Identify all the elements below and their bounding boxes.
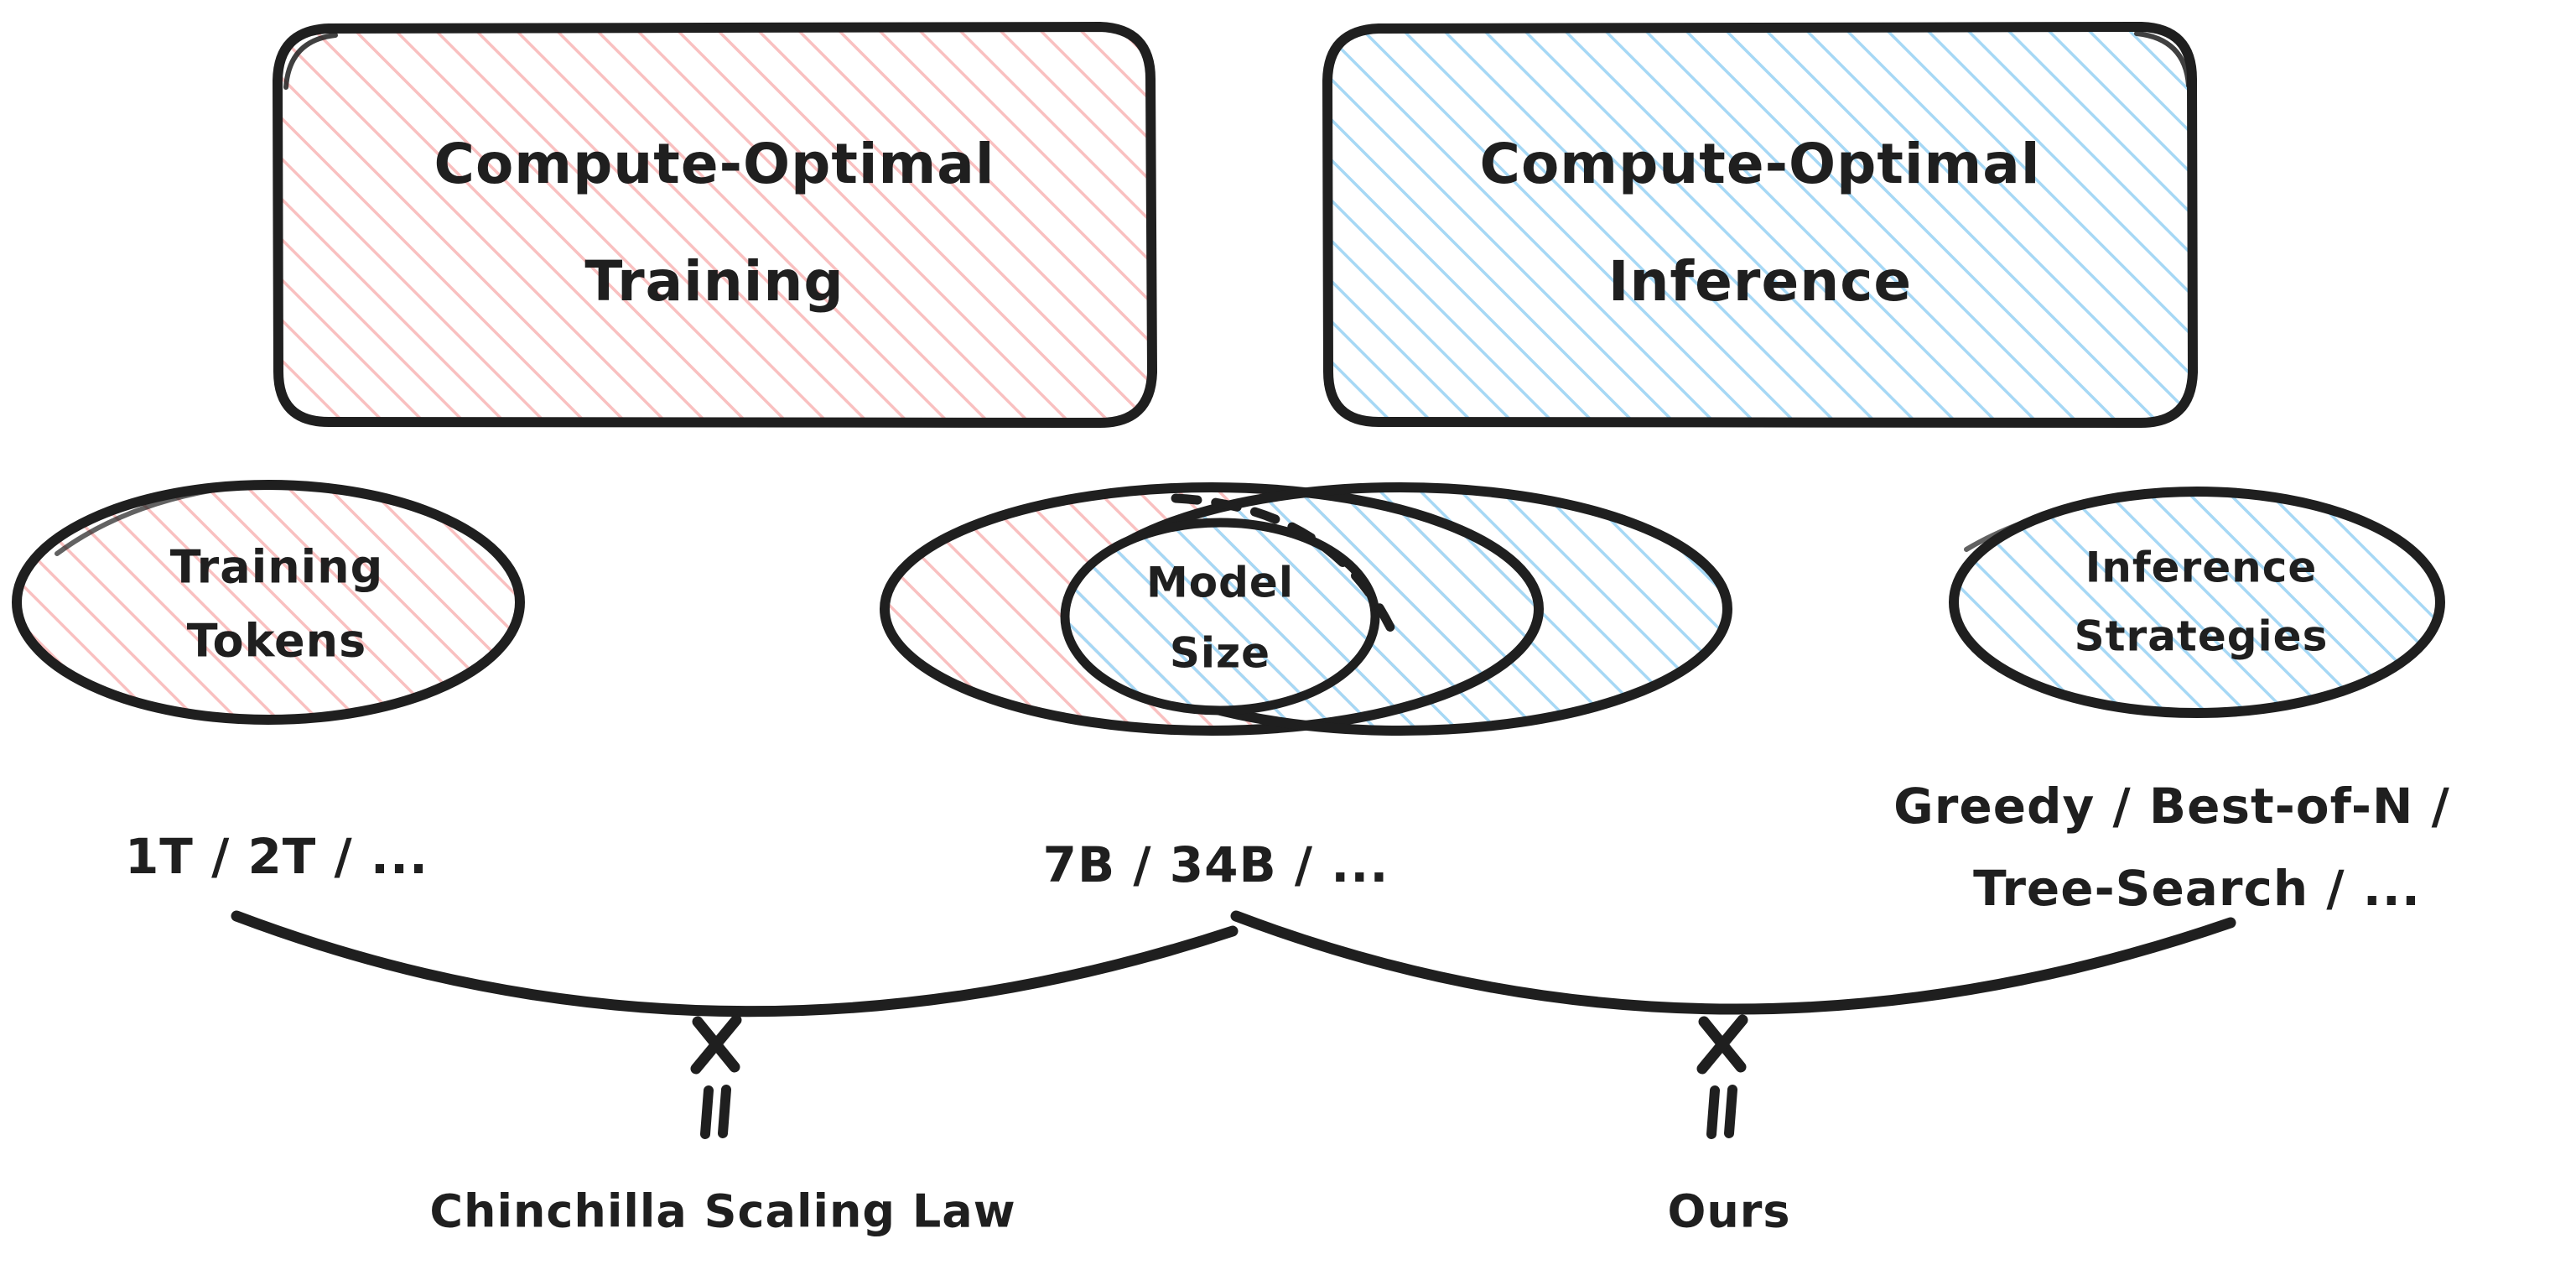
ours-x-mark (1696, 1014, 1748, 1075)
box-compute-optimal-training: Compute-Optimal Training (273, 22, 1157, 428)
model-size-label-line1: Model (1146, 559, 1294, 607)
ours-equals-sign (1706, 1085, 1737, 1139)
inference-strategies-label-line1: Inference (2085, 544, 2318, 592)
training-box-outline (273, 22, 1157, 428)
training-tokens-outline (12, 480, 525, 725)
training-tokens-fill (17, 485, 520, 720)
chinchilla-caption: Chinchilla Scaling Law (429, 1185, 1015, 1238)
inference-strategies-label-line2: Strategies (2075, 612, 2329, 661)
training-tokens-sketch-accent (55, 482, 254, 556)
inference-strategies-fill (1954, 492, 2440, 713)
training-tokens-values: 1T / 2T / ... (125, 828, 428, 885)
training-box-title-line2: Training (584, 249, 844, 314)
combination-chinchilla: Chinchilla Scaling Law (231, 910, 1239, 1238)
training-box-sketch-accent (283, 33, 338, 90)
chinchilla-equals-sign (700, 1085, 731, 1139)
inference-box-sketch-accent (2134, 31, 2191, 88)
model-size-label-line2: Size (1170, 629, 1270, 678)
ellipse-group-model-size: Model Size (880, 482, 1732, 736)
training-tokens-label-line1: Training (170, 541, 384, 594)
ours-curve (1230, 910, 2236, 1015)
inference-strategies-sketch-accent (1964, 489, 2183, 552)
model-size-inner-outline (1060, 518, 1380, 716)
training-box-title-line1: Compute-Optimal (434, 132, 995, 196)
combination-ours: Ours (1230, 910, 2236, 1238)
box-compute-optimal-inference: Compute-Optimal Inference (1322, 22, 2198, 428)
chinchilla-x-mark (690, 1014, 742, 1075)
inference-box-fill (1328, 29, 2192, 423)
model-size-inner-fill-blue (1065, 523, 1375, 710)
model-size-dashed-arc (1171, 493, 1399, 639)
inference-box-outline (1322, 22, 2198, 428)
ours-caption: Ours (1667, 1185, 1790, 1238)
training-tokens-label-line2: Tokens (187, 615, 366, 668)
ellipse-model-size-inner (1060, 518, 1380, 716)
inference-box-title-line1: Compute-Optimal (1480, 132, 2041, 196)
inference-strategies-values-line2: Tree-Search / ... (1973, 860, 2421, 917)
training-box-fill (278, 29, 1150, 423)
inference-box-title-line2: Inference (1608, 249, 1912, 314)
inference-strategies-outline (1949, 487, 2445, 718)
chinchilla-curve (231, 910, 1239, 1018)
ellipse-training-tokens: Training Tokens (12, 480, 525, 725)
model-size-values: 7B / 34B / ... (1043, 836, 1389, 893)
model-size-training-lobe-outline (880, 482, 1544, 736)
ellipse-inference-strategies: Inference Strategies (1949, 487, 2445, 718)
inference-strategies-values-line1: Greedy / Best-of-N / (1893, 778, 2450, 835)
